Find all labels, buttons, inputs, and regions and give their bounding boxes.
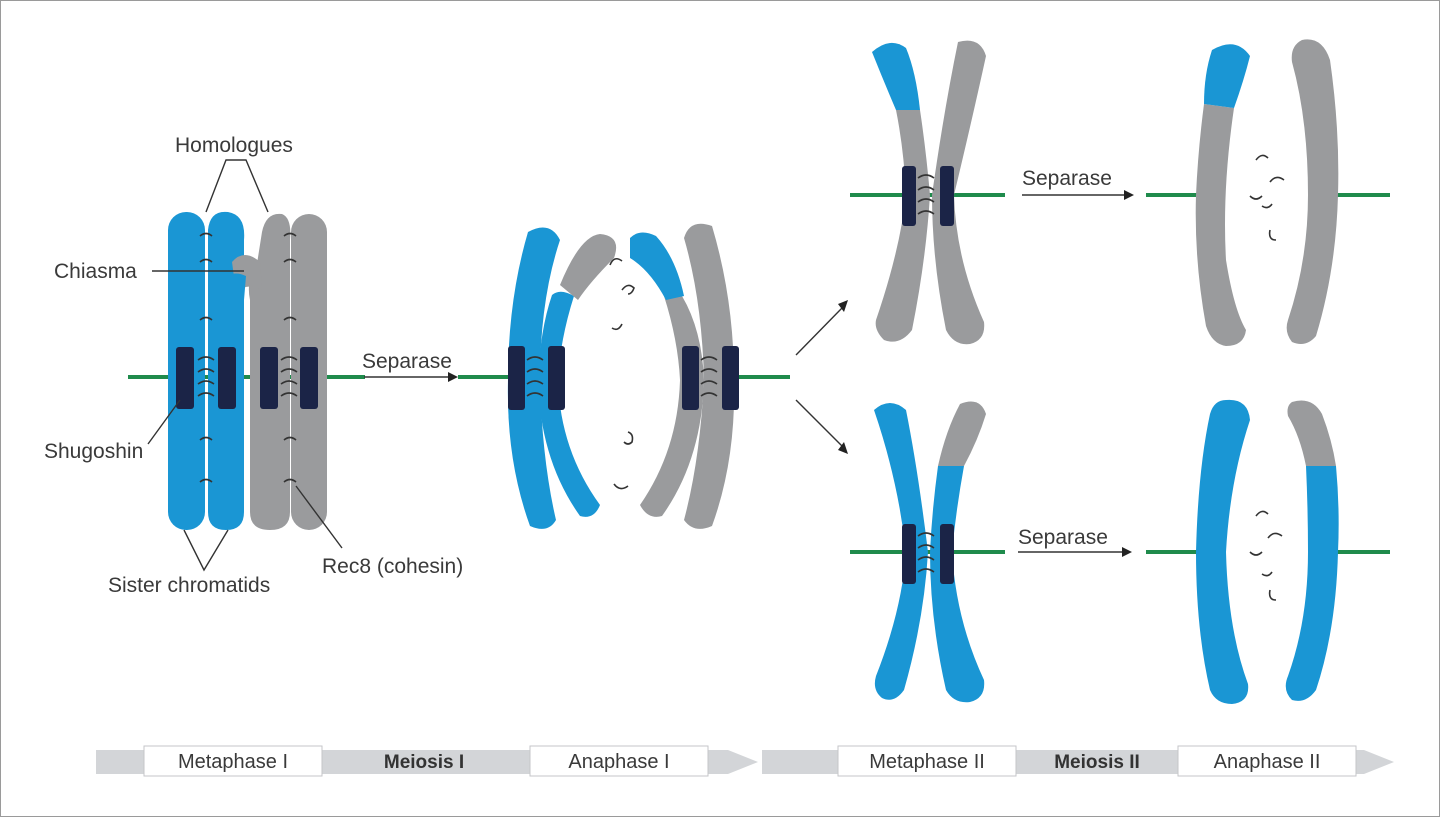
anaphase-2-bottom-chromatids: [1146, 399, 1390, 704]
cohesin-marks-metaphase-2-bottom: [917, 532, 935, 573]
label-homologues: Homologues: [175, 134, 293, 157]
shugoshin-block: [508, 346, 525, 410]
arrow-to-metaphase-2-bottom: [795, 399, 843, 447]
cohesin-marks-anaphase-1: [526, 356, 718, 397]
shugoshin-block: [176, 347, 194, 409]
metaphase-2-bottom-blue-chromatid-right: [930, 466, 985, 703]
shugoshin-block: [548, 346, 565, 410]
label-separase-2: Separase: [1022, 167, 1112, 190]
label-rec8: Rec8 (cohesin): [322, 555, 463, 578]
pointer-homologues: [205, 159, 269, 213]
pointer-rec8: [295, 485, 343, 549]
anaphase-2-bottom-blue-chromatid-right: [1285, 466, 1339, 701]
timeline-box-anaphase-2: [1177, 745, 1357, 777]
timeline-anaphase-1: Anaphase I: [568, 751, 669, 773]
cleaved-cohesin-fragments-anaphase-1: [609, 257, 635, 490]
metaphase-2-bottom-grey-tip: [938, 401, 986, 466]
timeline-box-metaphase-2: [837, 745, 1017, 777]
shugoshin-block: [260, 347, 278, 409]
anaphase-2-top-chromatids: [1146, 39, 1390, 346]
anaphase-2-top-grey-chromatid-right: [1286, 39, 1339, 345]
anaphase-2-bottom-blue-chromatid-left: [1196, 399, 1250, 704]
phase-timeline: Metaphase I Meiosis I Anaphase I Metapha…: [96, 745, 1394, 777]
timeline-box-metaphase-1: [143, 745, 323, 777]
arrowhead: [838, 300, 848, 312]
anaphase-2-bottom-grey-tip: [1287, 400, 1336, 466]
metaphase-2-top-grey-chromatid-left: [875, 110, 930, 342]
timeline-metaphase-1: Metaphase I: [178, 751, 288, 773]
label-chiasma: Chiasma: [54, 260, 137, 283]
metaphase-2-top-blue-tip: [872, 42, 920, 110]
shugoshin-block: [902, 524, 916, 584]
arrow-to-metaphase-2-top: [795, 307, 843, 356]
arrowhead: [448, 372, 458, 382]
metaphase-1-bivalent: [128, 211, 365, 530]
anaphase-2-top-blue-tip: [1204, 44, 1250, 108]
arrowhead: [1124, 190, 1134, 200]
label-separase-3: Separase: [1018, 526, 1108, 549]
anaphase-1-grey-tip-left: [560, 234, 617, 300]
shugoshin-block: [722, 346, 739, 410]
shugoshin-block: [682, 346, 699, 410]
timeline-anaphase-2: Anaphase II: [1214, 751, 1321, 773]
timeline-meiosis-2: Meiosis II: [1054, 752, 1140, 773]
shugoshin-block: [940, 524, 954, 584]
arrowhead: [1122, 547, 1132, 557]
anaphase-1-grey-chromatid-outer: [684, 223, 735, 529]
timeline-metaphase-2: Metaphase II: [869, 751, 985, 773]
chiasma-crossover-blue: [215, 273, 246, 306]
metaphase-2-top-grey-chromatid-right: [932, 40, 986, 345]
metaphase-2-bottom-blue-chromatid-left: [874, 403, 928, 700]
pointer-shugoshin: [147, 399, 181, 445]
anaphase-2-top-grey-chromatid-left: [1195, 104, 1246, 346]
metaphase-2-top-chromosome: [850, 40, 1005, 345]
label-separase-1: Separase: [362, 350, 452, 373]
arrowhead: [838, 442, 848, 454]
shugoshin-block: [902, 166, 916, 226]
anaphase-1-blue-tip-right: [630, 232, 684, 300]
timeline-box-anaphase-1: [529, 745, 709, 777]
shugoshin-block: [218, 347, 236, 409]
anaphase-1-chromosomes: [458, 223, 790, 529]
cohesin-marks-metaphase-1: [197, 232, 298, 483]
cohesin-marks-metaphase-2-top: [917, 174, 935, 215]
label-sister-chromatids: Sister chromatids: [108, 574, 270, 597]
timeline-meiosis-1: Meiosis I: [384, 752, 464, 773]
pointer-sister-chromatids: [183, 529, 229, 572]
cleaved-cohesin-fragments-anaphase-2-bottom: [1249, 510, 1283, 601]
label-shugoshin: Shugoshin: [44, 440, 143, 463]
cleaved-cohesin-fragments-anaphase-2-top: [1249, 154, 1285, 241]
anaphase-1-blue-chromatid-outer: [507, 227, 560, 529]
shugoshin-block: [940, 166, 954, 226]
metaphase-2-bottom-chromosome: [850, 401, 1005, 703]
shugoshin-block: [300, 347, 318, 409]
